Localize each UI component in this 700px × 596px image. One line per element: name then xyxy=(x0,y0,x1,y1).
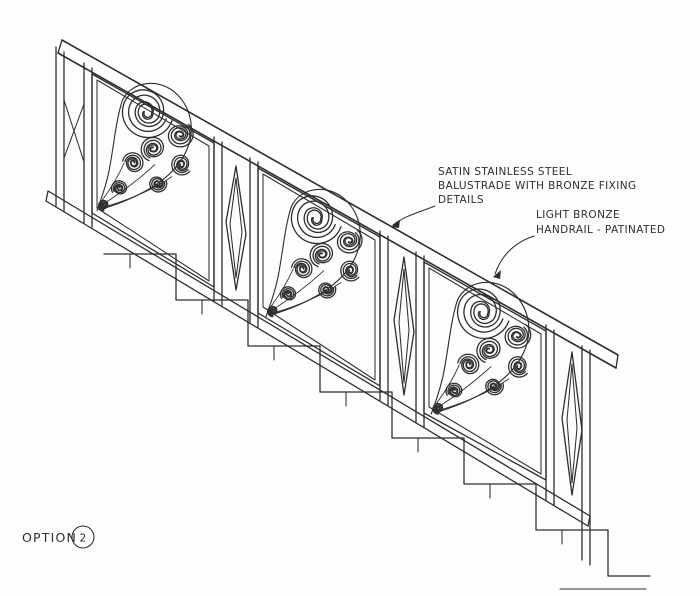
bottom-rail xyxy=(45,190,591,527)
option-number: 2 xyxy=(79,533,86,545)
option-number-circle xyxy=(71,525,95,549)
handrail-note-arrowhead xyxy=(493,270,501,279)
option-label-group: OPTION 2 xyxy=(22,525,95,549)
leader-lines xyxy=(391,205,535,279)
scroll-panel-frames xyxy=(91,73,547,481)
balustrade-posts xyxy=(55,46,591,566)
handrail xyxy=(57,39,619,369)
scroll-panel-1 xyxy=(97,83,198,210)
steel-note: SATIN STAINLESS STEEL BALUSTRADE WITH BR… xyxy=(438,166,637,206)
steel-note-leader xyxy=(392,205,436,226)
stair-steps xyxy=(103,253,651,590)
handrail-note-line-2: HANDRAIL - PATINATED xyxy=(536,224,665,236)
steel-note-line-3: DETAILS xyxy=(438,194,484,206)
end-cross-brace xyxy=(63,99,85,163)
steel-note-arrowhead xyxy=(391,220,400,228)
scroll-panel-3 xyxy=(431,282,536,414)
steel-note-line-2: BALUSTRADE WITH BRONZE FIXING xyxy=(438,180,637,192)
diamond-panels xyxy=(225,165,583,496)
option-label: OPTION xyxy=(22,530,77,545)
steel-note-line-1: SATIN STAINLESS STEEL xyxy=(438,166,572,178)
scroll-panel-2 xyxy=(266,189,367,316)
handrail-note-line-1: LIGHT BRONZE xyxy=(536,209,620,221)
handrail-note: LIGHT BRONZE HANDRAIL - PATINATED xyxy=(536,209,665,236)
handrail-note-leader xyxy=(494,235,535,275)
